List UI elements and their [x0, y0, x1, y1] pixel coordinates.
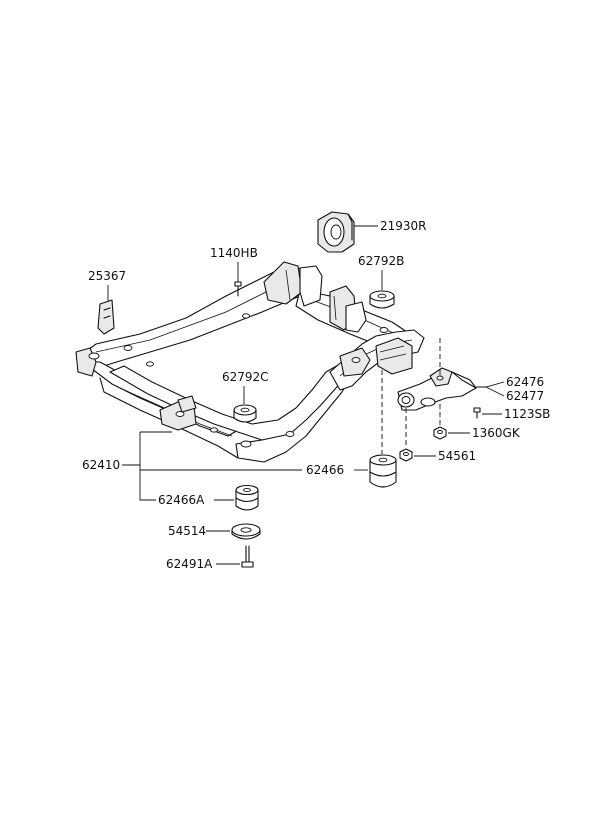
label-62410: 62410 [82, 458, 120, 472]
label-62792b: 62792B [358, 254, 404, 268]
label-54561: 54561 [438, 449, 476, 463]
clip-bracket-25367-icon [97, 299, 115, 335]
transmission-mount-bracket [317, 211, 355, 253]
leader-62476 [476, 381, 505, 388]
bolt-62491a-icon [241, 545, 254, 568]
leader-62477 [485, 386, 505, 397]
label-62792c: 62792C [222, 370, 269, 384]
label-1360gk: 1360GK [472, 426, 521, 440]
mount-bushing-62466a-icon [235, 484, 259, 511]
leader-62410-bracket [139, 432, 156, 501]
label-62477: 62477 [506, 389, 544, 403]
lower-control-arm [397, 367, 477, 411]
bushing-62792c-icon [233, 404, 257, 423]
label-1140hb: 1140HB [210, 246, 258, 260]
label-62466: 62466 [306, 463, 344, 477]
nut-1360gk-icon [433, 426, 447, 440]
bolt-1140hb-icon [234, 281, 242, 297]
label-62476: 62476 [506, 375, 544, 389]
label-54514: 54514 [168, 524, 206, 538]
label-62491a: 62491A [166, 557, 213, 571]
label-25367: 25367 [88, 269, 126, 283]
mount-bushing-62466-icon [369, 454, 397, 488]
washer-54514-icon [231, 523, 261, 540]
label-21930r: 21930R [380, 219, 427, 233]
label-62466a: 62466A [158, 493, 205, 507]
bushing-62792b-icon [369, 290, 395, 309]
label-1123sb: 1123SB [504, 407, 550, 421]
bolt-1123sb-icon [473, 407, 481, 419]
nut-54561-icon [399, 448, 413, 462]
subframe-crossmember [75, 261, 425, 463]
